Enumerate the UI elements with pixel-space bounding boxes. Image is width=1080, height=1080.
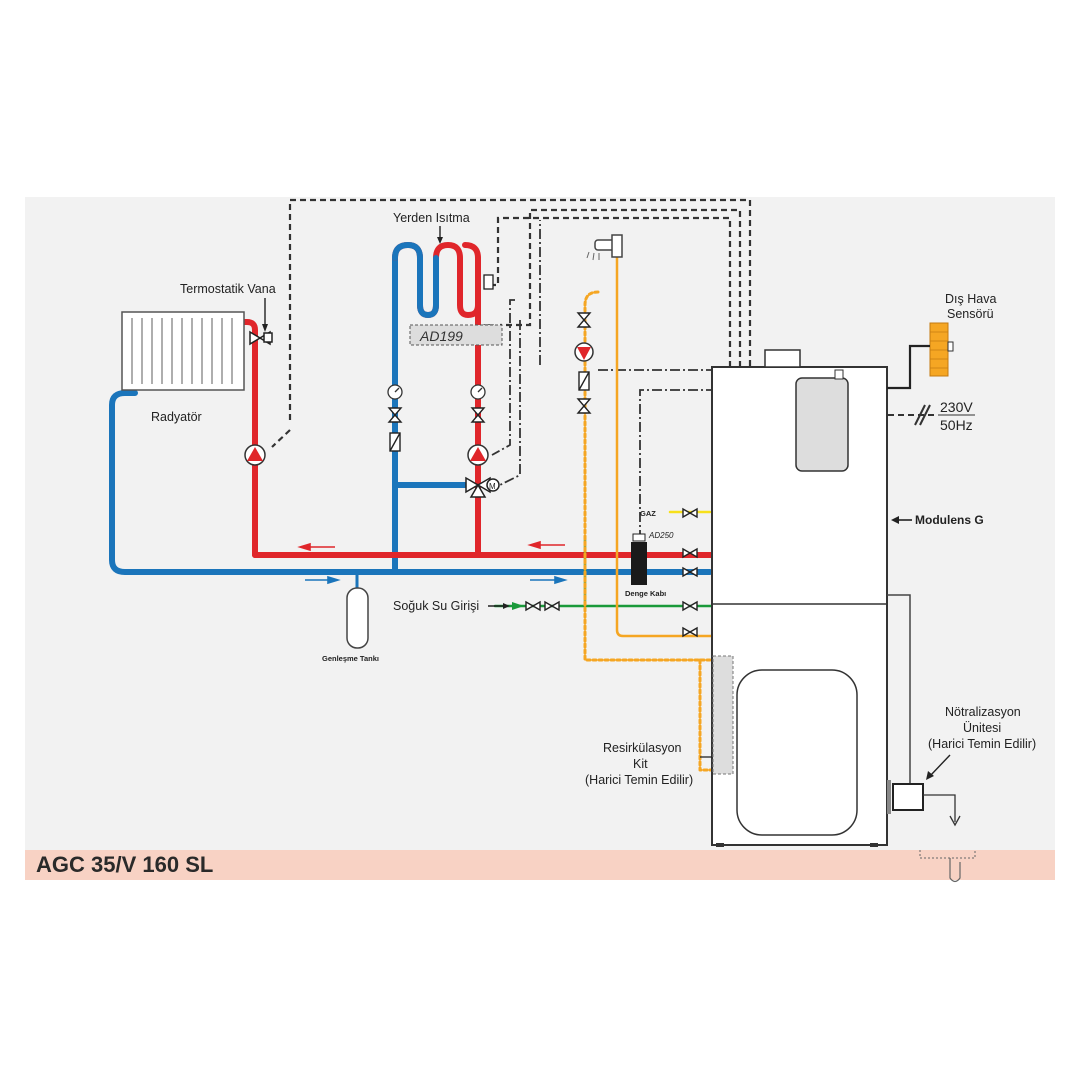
inlet-arrow-icon — [512, 602, 524, 610]
radiator-label: Radyatör — [151, 410, 202, 424]
recirculation-label-2: Kit — [633, 757, 648, 771]
thermostatic-valve-label: Termostatik Vana — [180, 282, 276, 296]
neutralization-label-2: Ünitesi — [963, 721, 1001, 735]
boiler-cabinet — [711, 349, 888, 847]
neutralization-label-3: (Harici Temin Edilir) — [928, 737, 1036, 751]
water-drops-icon — [586, 251, 600, 261]
power-line — [888, 404, 935, 426]
floor-heating-label: Yerden Isıtma — [393, 211, 470, 225]
model-title: AGC 35/V 160 SL — [36, 852, 213, 877]
floor-band — [25, 850, 1055, 880]
motorized-valve-icon — [465, 476, 500, 498]
outdoor-sensor-label-1: Dış Hava — [945, 292, 996, 306]
thermostatic-valve-icon — [249, 330, 273, 346]
outdoor-sensor-icon — [947, 341, 954, 352]
radiator — [121, 311, 245, 391]
recirculation-kit — [712, 655, 734, 775]
hydraulic-separator — [631, 542, 647, 585]
sensor-cable — [887, 344, 930, 390]
gas-label: GAZ — [640, 509, 656, 518]
separator-label: Denge Kabı — [625, 589, 666, 598]
cold-water-label: Soğuk Su Girişi — [393, 599, 479, 613]
neutralization-unit — [892, 783, 924, 811]
dhw-pump-icon — [574, 342, 594, 362]
recirculation-label-3: (Harici Temin Edilir) — [585, 773, 693, 787]
outdoor-sensor-label-2: Sensörü — [947, 307, 994, 321]
ad199-module — [409, 324, 503, 346]
recirculation-label-1: Resirkülasyon — [603, 741, 682, 755]
frequency-label: 50Hz — [940, 417, 973, 433]
ad250-label: AD250 — [648, 531, 674, 540]
ad199-label: AD199 — [419, 328, 463, 344]
neutralization-label-1: Nötralizasyon — [945, 705, 1021, 719]
faucet-icon — [594, 234, 623, 258]
voltage-label: 230V — [940, 399, 973, 415]
floor-thermostat-icon — [483, 274, 494, 290]
expansion-tank — [346, 587, 369, 649]
expansion-tank-label: Genleşme Tankı — [322, 654, 379, 663]
flow-arrows — [297, 540, 568, 585]
boiler-model-label: Modulens G — [915, 513, 984, 527]
pump-icon — [244, 444, 266, 466]
pump-icon — [467, 444, 489, 466]
gauge-icon — [387, 384, 486, 400]
motor-letter: M — [489, 482, 496, 491]
